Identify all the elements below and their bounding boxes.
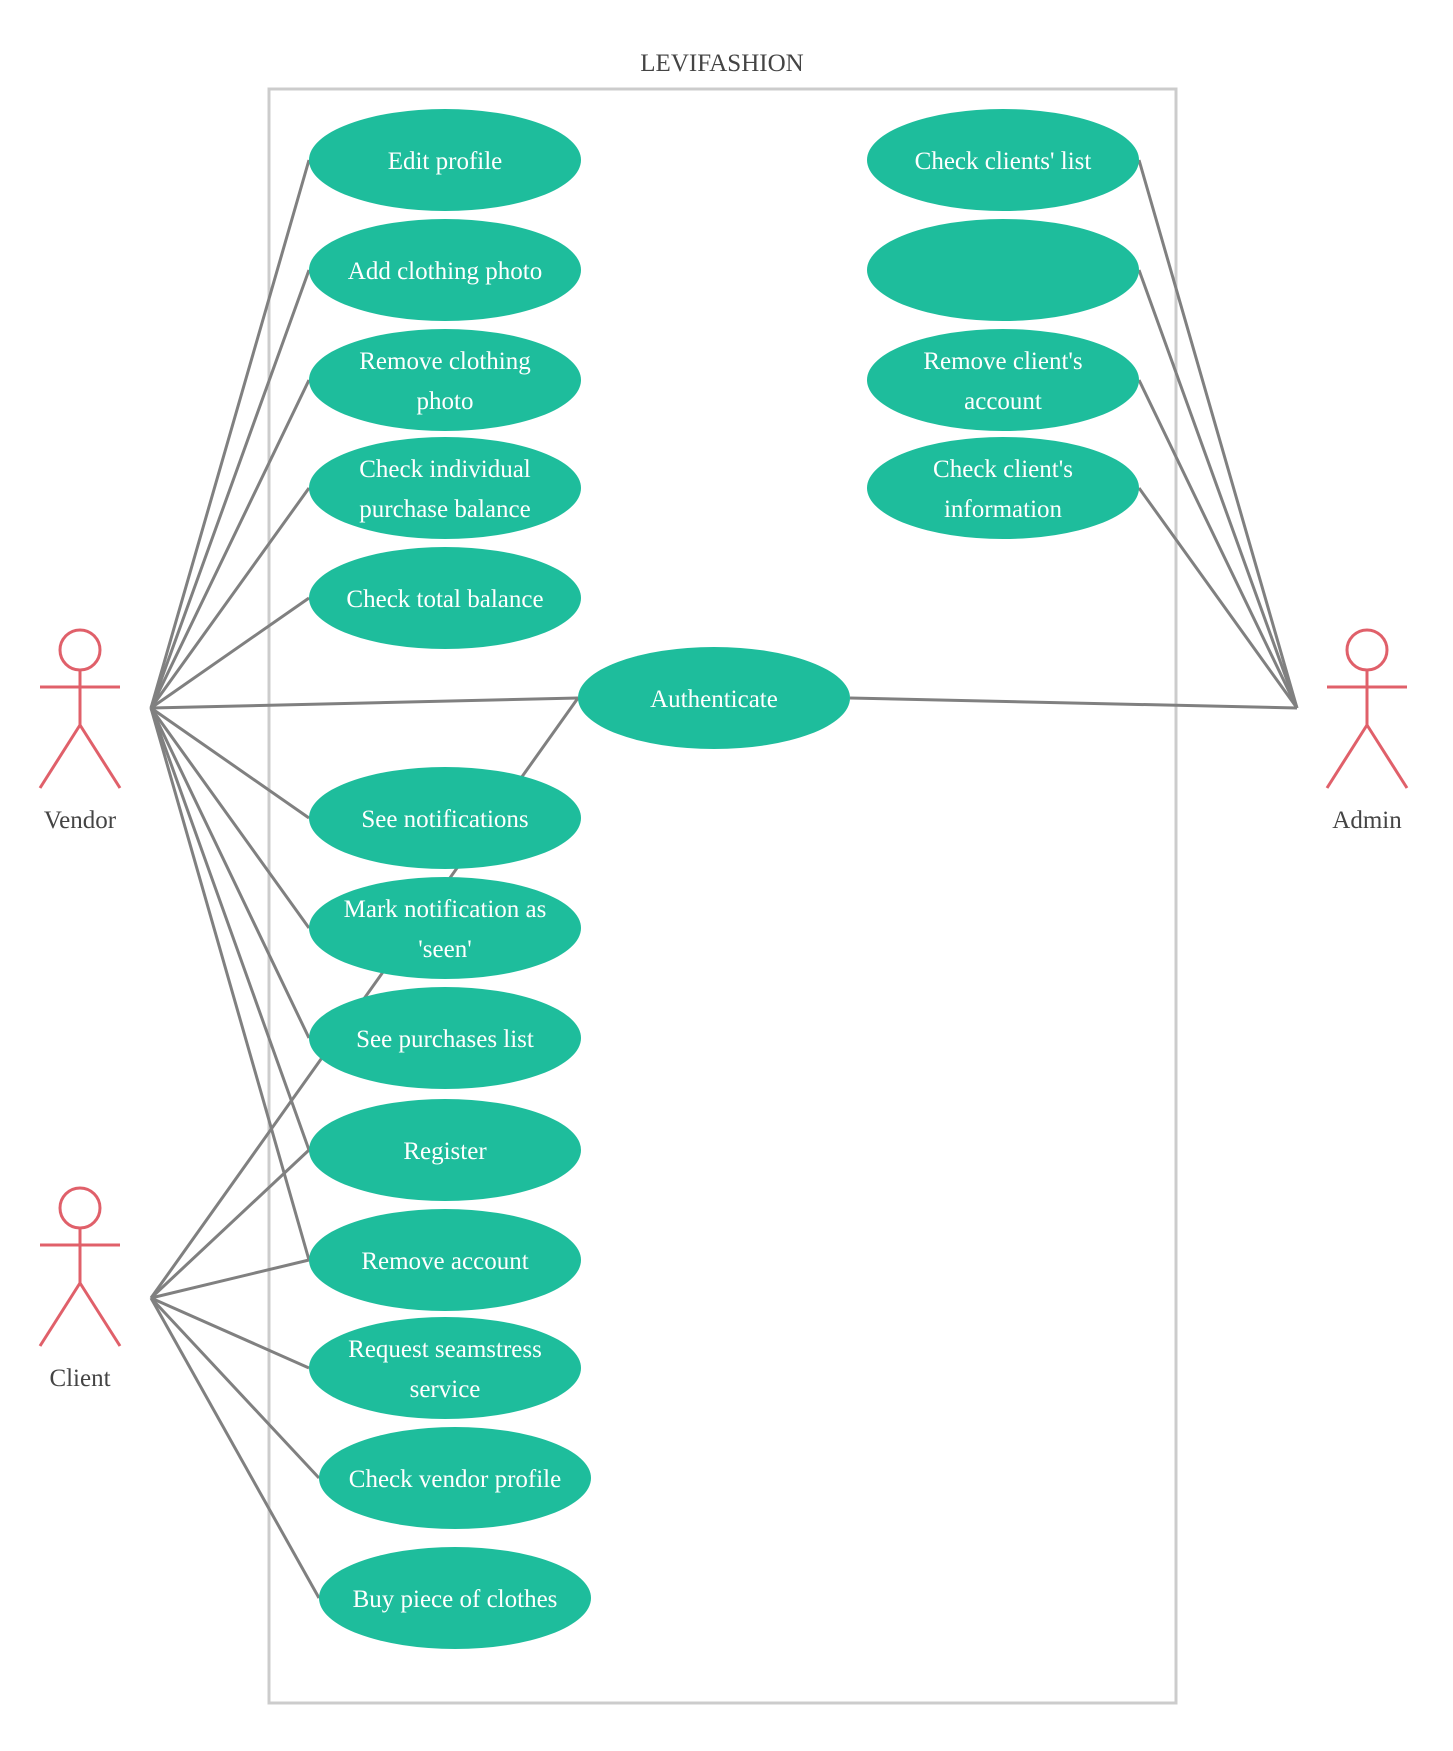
actor-left-leg [38,1282,82,1347]
use-case-label: purchase balance [359,496,530,523]
use-case-see-notifications[interactable]: See notifications [309,767,581,869]
association-vendor-check-individual-purchase-balance [149,487,311,709]
use-case-label: Mark notification as [344,896,547,923]
actor-right-leg [78,1282,122,1347]
association-vendor-see-notifications [150,706,310,820]
association-admin-unlabeled-admin-use-case [1137,269,1299,709]
use-case-mark-notification-seen[interactable]: Mark notification as 'seen' [309,877,581,979]
actor-client[interactable] [38,1186,122,1347]
use-case-label: Check client's [933,456,1073,483]
use-case-label: service [410,1376,481,1403]
use-case-ellipse [309,1209,581,1311]
use-case-remove-account[interactable]: Remove account [309,1209,581,1311]
system-boundary [267,87,1178,1705]
use-case-ellipse [867,329,1139,431]
actor-right-leg [78,724,122,789]
use-case-see-purchases-list[interactable]: See purchases list [309,987,581,1089]
use-case-label: Check individual [359,456,531,483]
use-case-label: Check clients' list [915,148,1092,175]
use-case-label: information [944,496,1063,523]
use-case-ellipse [309,437,581,539]
use-case-ellipse [578,647,850,749]
use-case-label: Edit profile [388,148,503,175]
use-case-unlabeled-admin-use-case[interactable] [867,219,1139,321]
use-case-ellipse [309,329,581,431]
system-title: LEVIFASHION [640,50,803,77]
association-vendor-edit-profile [149,159,311,709]
use-case-check-individual-purchase-balance[interactable]: Check individual purchase balance [309,437,581,539]
use-case-check-total-balance[interactable]: Check total balance [309,547,581,649]
use-case-ellipse [867,109,1139,211]
association-vendor-add-clothing-photo [149,269,311,709]
association-client-check-vendor-profile [149,1296,321,1480]
use-case-label: photo [417,388,474,415]
use-case-ellipse [867,219,1139,321]
use-case-label: 'seen' [418,936,471,963]
association-admin-authenticate [849,696,1298,710]
association-client-register [149,1148,311,1300]
use-case-label: Remove account [361,1248,528,1275]
use-case-ellipse [309,547,581,649]
actor-label-client: Client [49,1365,110,1392]
actor-left-leg [1325,724,1369,789]
use-case-label: Register [403,1138,487,1165]
use-case-label: Check vendor profile [349,1466,561,1493]
actor-head [58,1186,102,1230]
association-vendor-remove-account [149,707,311,1261]
association-vendor-authenticate [150,696,579,710]
association-admin-check-clients-list [1137,159,1299,709]
actor-label-admin: Admin [1332,807,1402,834]
actor-label-vendor: Vendor [44,807,117,834]
use-case-add-clothing-photo[interactable]: Add clothing photo [309,219,581,321]
use-case-ellipse [319,1427,591,1529]
use-case-label: Remove clothing [359,348,531,375]
use-case-register[interactable]: Register [309,1099,581,1201]
actor-head [58,628,102,672]
use-case-buy-piece-of-clothes[interactable]: Buy piece of clothes [319,1547,591,1649]
association-vendor-check-total-balance [150,596,310,710]
use-case-ellipse [319,1547,591,1649]
actor-admin[interactable] [1325,628,1409,789]
use-case-label: See notifications [361,806,528,833]
use-case-ellipse [309,219,581,321]
use-case-label: See purchases list [356,1026,534,1053]
use-case-edit-profile[interactable]: Edit profile [309,109,581,211]
use-case-ellipse [867,437,1139,539]
actor-right-leg [1365,724,1409,789]
association-admin-remove-clients-account [1137,379,1299,709]
association-vendor-register [149,707,311,1151]
use-case-label: Buy piece of clothes [353,1586,558,1613]
use-case-remove-clothing-photo[interactable]: Remove clothing photo [309,329,581,431]
use-case-ellipse [309,109,581,211]
association-client-remove-account [150,1258,310,1300]
association-client-request-seamstress-service [150,1296,310,1370]
use-case-label: Remove client's [923,348,1082,375]
use-case-check-clients-information[interactable]: Check client's information [867,437,1139,539]
association-vendor-see-purchases-list [149,707,311,1039]
use-case-label: Check total balance [346,586,543,613]
use-case-check-vendor-profile[interactable]: Check vendor profile [319,1427,591,1529]
use-case-ellipse [309,987,581,1089]
use-case-check-clients-list[interactable]: Check clients' list [867,109,1139,211]
use-case-label: Add clothing photo [348,258,542,285]
association-admin-check-clients-information [1137,487,1299,709]
use-case-authenticate[interactable]: Authenticate [578,647,850,749]
use-case-remove-clients-account[interactable]: Remove client's account [867,329,1139,431]
association-vendor-mark-notification-seen [149,707,311,929]
use-case-label: Request seamstress [348,1336,542,1363]
use-case-ellipse [309,1317,581,1419]
use-case-ellipse [309,1099,581,1201]
use-case-ellipse [309,767,581,869]
use-case-label: account [964,388,1042,415]
use-case-ellipse [309,877,581,979]
association-client-buy-piece-of-clothes [149,1297,321,1599]
actor-vendor[interactable] [38,628,122,789]
use-case-label: Authenticate [650,686,778,713]
actor-left-leg [38,724,82,789]
association-vendor-remove-clothing-photo [149,379,311,709]
use-case-request-seamstress-service[interactable]: Request seamstress service [309,1317,581,1419]
actor-head [1345,628,1389,672]
